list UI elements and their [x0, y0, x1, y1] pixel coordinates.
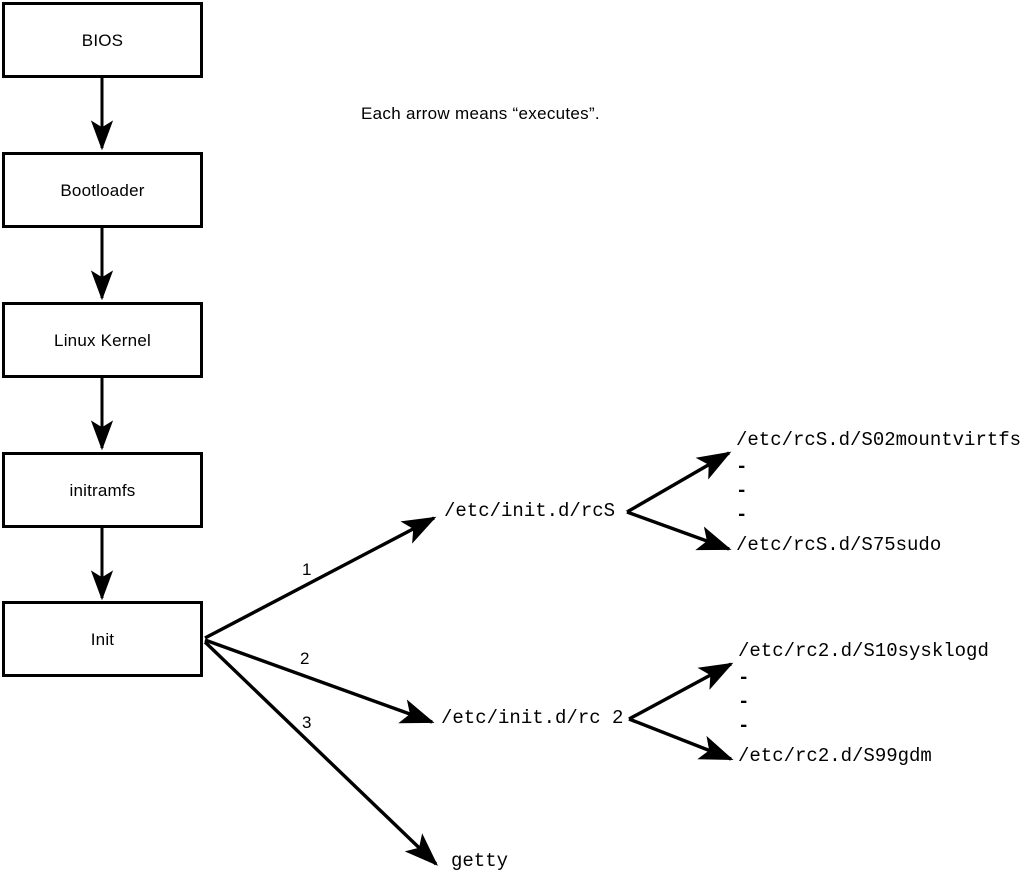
rc2-ellipsis-dash-1: - — [738, 667, 750, 689]
arrow-init-to-rcs — [204, 516, 437, 640]
branch-label-rcs: /etc/init.d/rcS — [444, 500, 616, 522]
rc2-ellipsis-dash-3: - — [738, 715, 750, 737]
arrow-rcs-to-last — [626, 510, 732, 551]
node-init-label: Init — [90, 629, 115, 649]
legend-note: Each arrow means “executes”. — [361, 104, 600, 123]
node-linux-kernel: Linux Kernel — [2, 302, 203, 378]
arrow-rc2-to-last — [628, 717, 734, 761]
rc2-script-first: /etc/rc2.d/S10sysklogd — [738, 640, 989, 662]
edge-number-2: 2 — [300, 649, 310, 668]
rcs-script-last: /etc/rcS.d/S75sudo — [736, 534, 942, 556]
node-bios-label: BIOS — [81, 30, 124, 50]
rc2-script-last: /etc/rc2.d/S99gdm — [738, 745, 932, 767]
edge-number-3: 3 — [302, 713, 312, 732]
rcs-ellipsis-dash-2: - — [736, 480, 748, 502]
arrow-rcs-to-first — [626, 451, 732, 514]
edge-number-1: 1 — [302, 560, 312, 579]
rc2-ellipsis-dash-2: - — [738, 691, 750, 713]
rcs-script-first: /etc/rcS.d/S02mountvirtfs — [736, 429, 1022, 451]
node-init: Init — [2, 601, 203, 677]
rcs-ellipsis-dash-3: - — [736, 504, 748, 526]
node-initramfs: initramfs — [2, 452, 203, 528]
node-bootloader-label: Bootloader — [60, 180, 145, 200]
node-bios: BIOS — [2, 2, 203, 78]
branch-label-getty: getty — [451, 850, 509, 872]
node-bootloader: Bootloader — [2, 152, 203, 228]
node-linux-kernel-label: Linux Kernel — [54, 330, 151, 350]
rcs-ellipsis-dash-1: - — [736, 456, 748, 478]
arrow-init-to-getty — [203, 640, 438, 866]
node-initramfs-label: initramfs — [69, 480, 136, 500]
branch-label-rc2: /etc/init.d/rc 2 — [441, 707, 624, 729]
arrow-rc2-to-first — [628, 662, 734, 721]
arrow-init-to-rc2 — [204, 638, 435, 724]
